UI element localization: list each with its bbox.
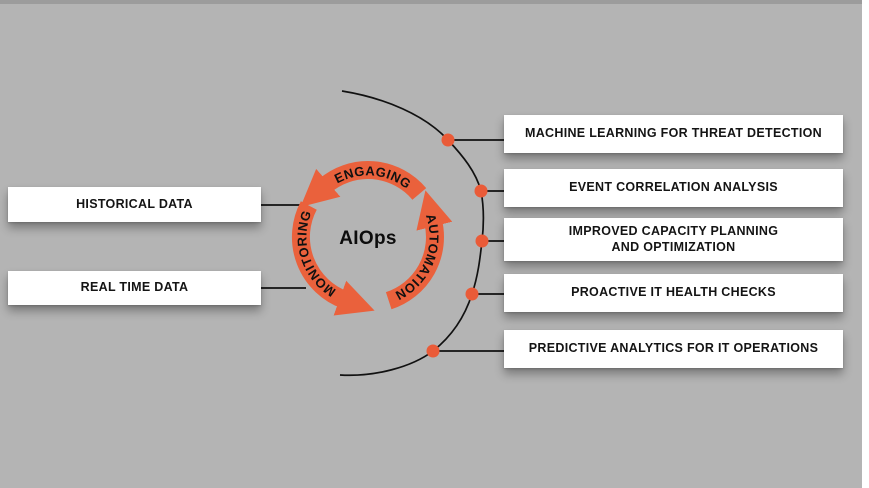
output-box-predictive-analytics: PREDICTIVE ANALYTICS FOR IT OPERATIONS xyxy=(504,330,843,368)
engaging-arrow xyxy=(300,161,427,207)
input-box-historical-data: HISTORICAL DATA xyxy=(8,187,261,222)
input-box-real-time-data: REAL TIME DATA xyxy=(8,271,261,305)
automation-arrow xyxy=(385,190,453,310)
monitoring-label-text: MONITORING xyxy=(294,208,337,300)
monitoring-arrow xyxy=(291,201,375,316)
output-box-machine-learning: MACHINE LEARNING FOR THREAT DETECTION xyxy=(504,115,843,153)
output-box-event-correlation: EVENT CORRELATION ANALYSIS xyxy=(504,169,843,207)
top-edge-strip xyxy=(0,0,862,4)
automation-label-text: AUTOMATION xyxy=(392,212,440,304)
aiops-title: AIOps xyxy=(339,228,396,249)
output-box-capacity-planning: IMPROVED CAPACITY PLANNING AND OPTIMIZAT… xyxy=(504,218,843,261)
arc-dot-4 xyxy=(465,287,479,301)
arc-dot-2 xyxy=(474,184,488,198)
output-box-health-checks: PROACTIVE IT HEALTH CHECKS xyxy=(504,274,843,312)
right-edge-strip xyxy=(862,0,869,488)
monitoring-label: MONITORING xyxy=(294,208,338,300)
arc-dot-5 xyxy=(426,344,440,358)
automation-label: AUTOMATION xyxy=(392,212,442,304)
arc-dot-3 xyxy=(475,234,489,248)
arc-dot-1 xyxy=(441,133,455,147)
